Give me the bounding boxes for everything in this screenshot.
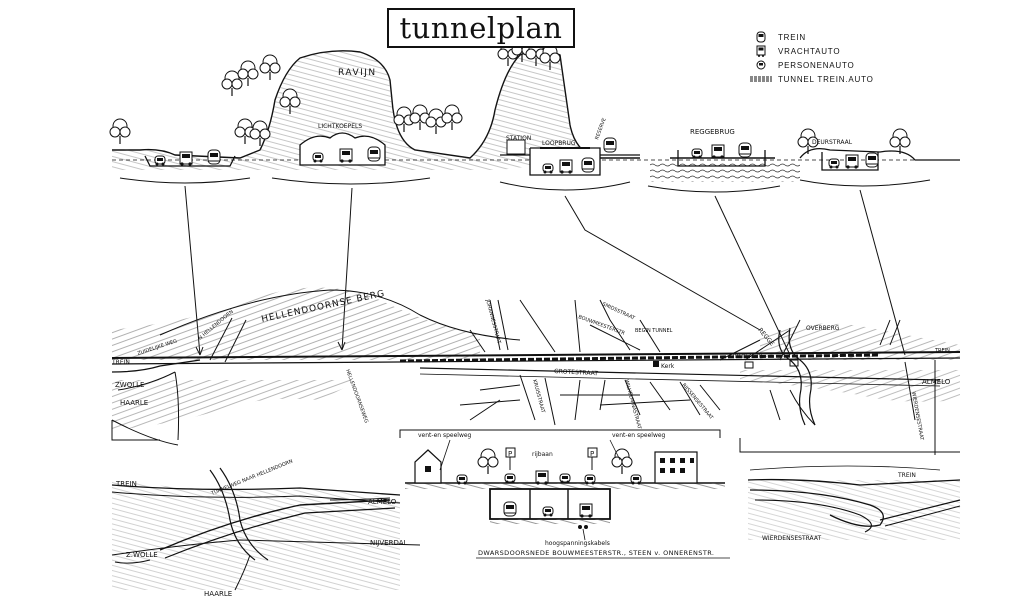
label-begin-tunnel: BEGIN TUNNEL: [635, 328, 673, 334]
label-rijbaan: rijbaan: [532, 451, 553, 458]
label-reserve: RESERVE: [594, 117, 607, 140]
label-lichtkoepels: LICHTKOEPELS: [318, 123, 362, 130]
label-nijverdalseweg: HELLENDOORNSEWEG: [344, 369, 369, 424]
label-hoogspanningskabels: hoogspanningskabels: [545, 540, 610, 547]
tunnel-icon: [750, 73, 772, 85]
legend-item-truck: VRACHTAUTO: [750, 44, 920, 58]
label-trein-bl: TREIN: [115, 480, 137, 488]
legend-item-train: TREIN: [750, 30, 920, 44]
label-almelo-right: ALMELO: [922, 378, 951, 386]
legend-item-tunnel: TUNNEL TREIN.AUTO: [750, 72, 920, 86]
bottom-right-detail: [747, 465, 961, 540]
label-almelo-bl: ALMELO: [368, 498, 397, 506]
label-trein-auto: TREIN-AUTO: [731, 354, 763, 360]
label-kerk: Kerk: [661, 363, 675, 370]
label-trein-right: TREIN: [934, 348, 950, 354]
label-haarle-bl: HAARLE: [204, 590, 232, 598]
label-zwolle-left: ZWOLLE: [115, 381, 144, 389]
bottom-cross-section: [399, 429, 960, 559]
label-nijverdal: NIJVERDAL: [370, 539, 407, 547]
label-cross-caption: DWARSDOORSNEDE BOUWMEESTERSTR., STEEN v.…: [478, 549, 714, 557]
top-profile: [109, 36, 960, 193]
label-wilhelminastraat: WILHELMINASTRAAT: [623, 379, 642, 431]
label-trein-br: TREIN: [897, 472, 916, 479]
label-smidsstraat: SMIDSSTRAAT: [601, 301, 636, 322]
label-reggebrug: REGGEBRUG: [690, 128, 735, 136]
label-speelweg-left: vent-en speelweg: [418, 432, 472, 439]
label-bouwmeesterstraat: BOUWMEESTERSTR: [577, 314, 626, 337]
title-box: tunnelplan: [387, 8, 575, 48]
label-kruisstraat: KRUISSTRAAT: [531, 379, 546, 415]
label-deurstraal: DEURSTRAAL: [812, 139, 853, 146]
truck-icon: [750, 45, 772, 57]
train-icon: [750, 31, 772, 43]
town-map: [111, 287, 961, 455]
label-overberg: OVERBERG: [806, 325, 840, 332]
label-zwolle-bl: Z.WOLLE: [126, 551, 158, 559]
label-loopbrug: LOOPBRUG: [542, 140, 576, 147]
legend-item-car: PERSONENAUTO: [750, 58, 920, 72]
label-speelweg-right: vent-en speelweg: [612, 432, 666, 439]
legend: TREIN VRACHTAUTO PERSONENAUTO TUNNEL TRE…: [750, 30, 920, 86]
label-grotestraat: GROTESTRAAT: [554, 368, 599, 377]
page-title: tunnelplan: [399, 11, 563, 45]
label-wierdensestraat-br: WIERDENSESTRAAT: [762, 535, 821, 542]
parking-sign-right: P: [590, 450, 594, 458]
label-rijssensestraat: RIJSSENSESTRAAT: [680, 382, 714, 421]
bottom-left-detail: [111, 420, 421, 591]
label-station: STATION: [506, 135, 531, 142]
label-ravijn: RAVIJN: [338, 68, 377, 78]
parking-sign-left: P: [508, 450, 512, 458]
label-haarle: HAARLE: [120, 399, 148, 407]
car-icon: [750, 59, 772, 71]
label-trein-left: TREIN: [111, 359, 130, 366]
